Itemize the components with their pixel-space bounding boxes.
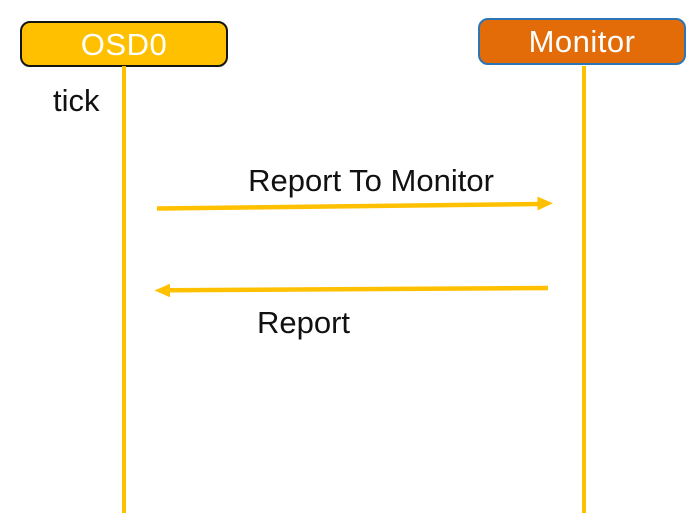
actor-label-monitor: Monitor (528, 24, 636, 59)
lifeline-osd0 (121, 66, 126, 513)
lifeline-monitor (581, 66, 586, 513)
arrowhead-right-icon (537, 196, 553, 211)
message-label-report-to-monitor: Report To Monitor (248, 163, 494, 198)
arrowhead-left-icon (154, 283, 170, 298)
arrow-line-right (156, 201, 541, 211)
actor-box-osd0: OSD0 (20, 21, 228, 67)
actor-box-monitor: Monitor (478, 18, 686, 65)
message-arrow-report-to-monitor (156, 196, 553, 211)
message-label-report: Report (257, 305, 351, 340)
arrow-line-left (168, 285, 549, 293)
tick-label: tick (53, 83, 100, 118)
message-arrow-report (154, 283, 549, 298)
actor-label-osd0: OSD0 (80, 26, 168, 62)
